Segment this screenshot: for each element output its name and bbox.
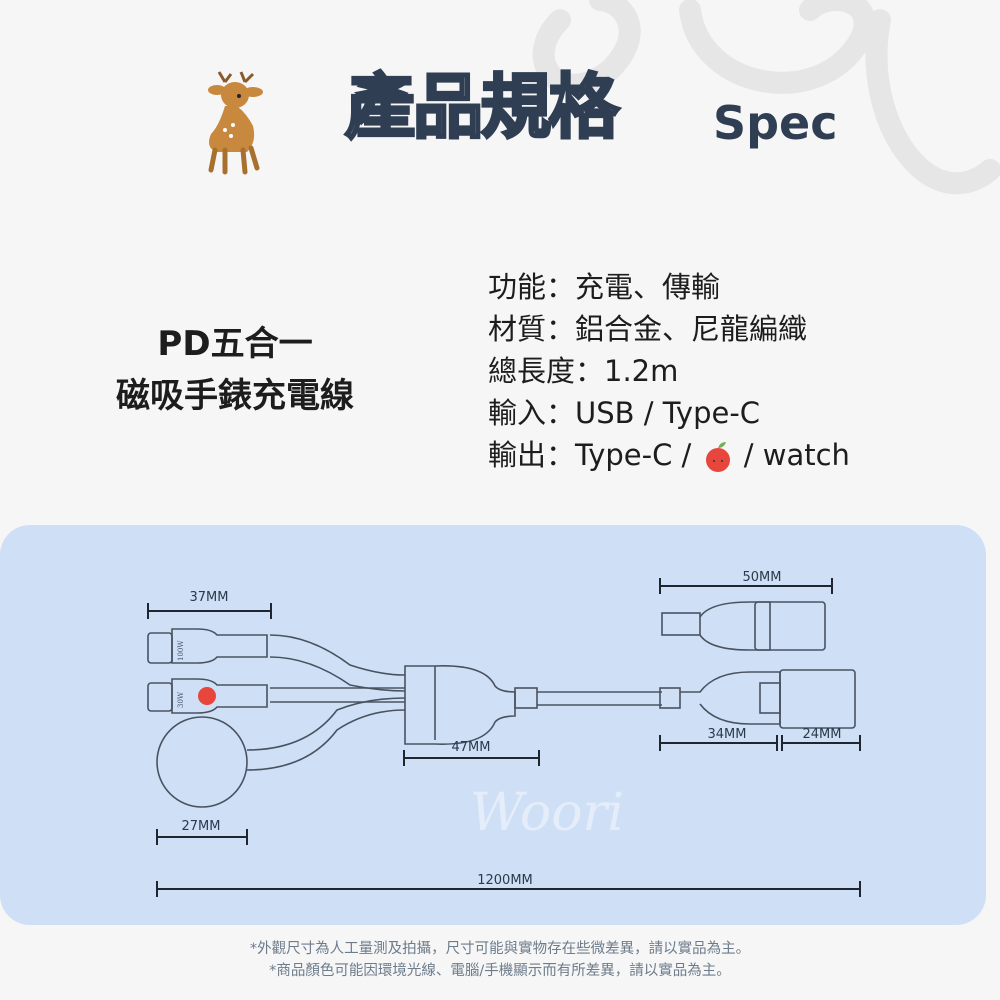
dim-line-type-c-head [659, 735, 778, 751]
label-100w: 100W [177, 640, 185, 661]
dim-type-c-head: 34MM [708, 727, 747, 742]
watch-charging-pad [156, 716, 248, 808]
main-cable [537, 691, 662, 706]
lightning-30w-plug [147, 682, 173, 712]
cable-diagram: Woori 100W 30W [147, 570, 861, 897]
product-name-line1: PD五合一 [157, 324, 313, 364]
spec-function: 功能：充電、傳輸 [488, 270, 721, 304]
usb-a-adapter-plug [754, 601, 826, 651]
type-c-end-tip [759, 682, 781, 714]
product-name: PD五合一 磁吸手錶充電線 [80, 318, 390, 422]
spec-output: 輸出：Type-C / / watch [488, 438, 850, 472]
page-title: 產品規格 [344, 66, 621, 148]
usb-c-100w-cable [269, 656, 406, 692]
watermark: Woori [470, 783, 624, 843]
usb-c-100w-plug [147, 632, 173, 664]
usb-c-100w-cable [269, 634, 406, 676]
dim-line-total-length [156, 881, 861, 897]
page-subtitle: Spec [713, 96, 838, 150]
usb-a-adapter-housing [699, 601, 771, 651]
lightning-30w-housing [171, 678, 268, 714]
spec-material: 材質：鋁合金、尼龍編織 [488, 312, 808, 346]
splitter-collar [514, 687, 538, 709]
label-30w: 30W [177, 691, 185, 708]
usb-a-adapter-collar [661, 612, 701, 636]
watch-pad-cable [246, 709, 406, 771]
dim-total-length: 1200MM [477, 873, 533, 888]
type-c-end-housing [680, 671, 781, 725]
dim-line-usb-a-adapter [659, 578, 833, 594]
spec-list: 功能：充電、傳輸 材質：鋁合金、尼龍編織 總長度：1.2m 輸入：USB / T… [488, 266, 850, 476]
spec-length: 總長度：1.2m [488, 354, 679, 388]
watch-pad-cable [246, 697, 406, 751]
dim-usb-a-adapter: 50MM [743, 570, 782, 585]
splitter-housing [404, 665, 516, 745]
dim-watch-pad: 27MM [182, 819, 221, 834]
apple-icon [705, 442, 730, 472]
type-c-end-collar [659, 687, 681, 709]
dim-line-watch-pad [156, 829, 248, 845]
dim-splitter: 47MM [452, 740, 491, 755]
usb-c-100w-housing [171, 628, 268, 664]
dim-adapter-tip: 24MM [803, 727, 842, 742]
disclaimer-notes: *外觀尺寸為人工量測及拍攝，尺寸可能與實物存在些微差異，請以實品為主。 *商品顏… [0, 938, 1000, 982]
dim-line-usb-c-head [147, 603, 272, 619]
dim-line-adapter-tip [781, 735, 861, 751]
usb-a-adapter-body [779, 669, 856, 729]
product-name-line2: 磁吸手錶充電線 [116, 376, 354, 416]
apple-icon [198, 687, 216, 705]
spec-input: 輸入：USB / Type-C [488, 396, 761, 430]
background-decoration [532, 0, 1000, 195]
dim-usb-c-head: 37MM [190, 590, 229, 605]
deer-icon [208, 71, 263, 175]
note-size: *外觀尺寸為人工量測及拍攝，尺寸可能與實物存在些微差異，請以實品為主。 [249, 941, 751, 957]
lightning-30w-cable [270, 687, 405, 703]
dim-line-splitter [403, 750, 540, 766]
note-color: *商品顏色可能因環境光線、電腦/手機顯示而有所差異，請以實品為主。 [269, 963, 731, 979]
